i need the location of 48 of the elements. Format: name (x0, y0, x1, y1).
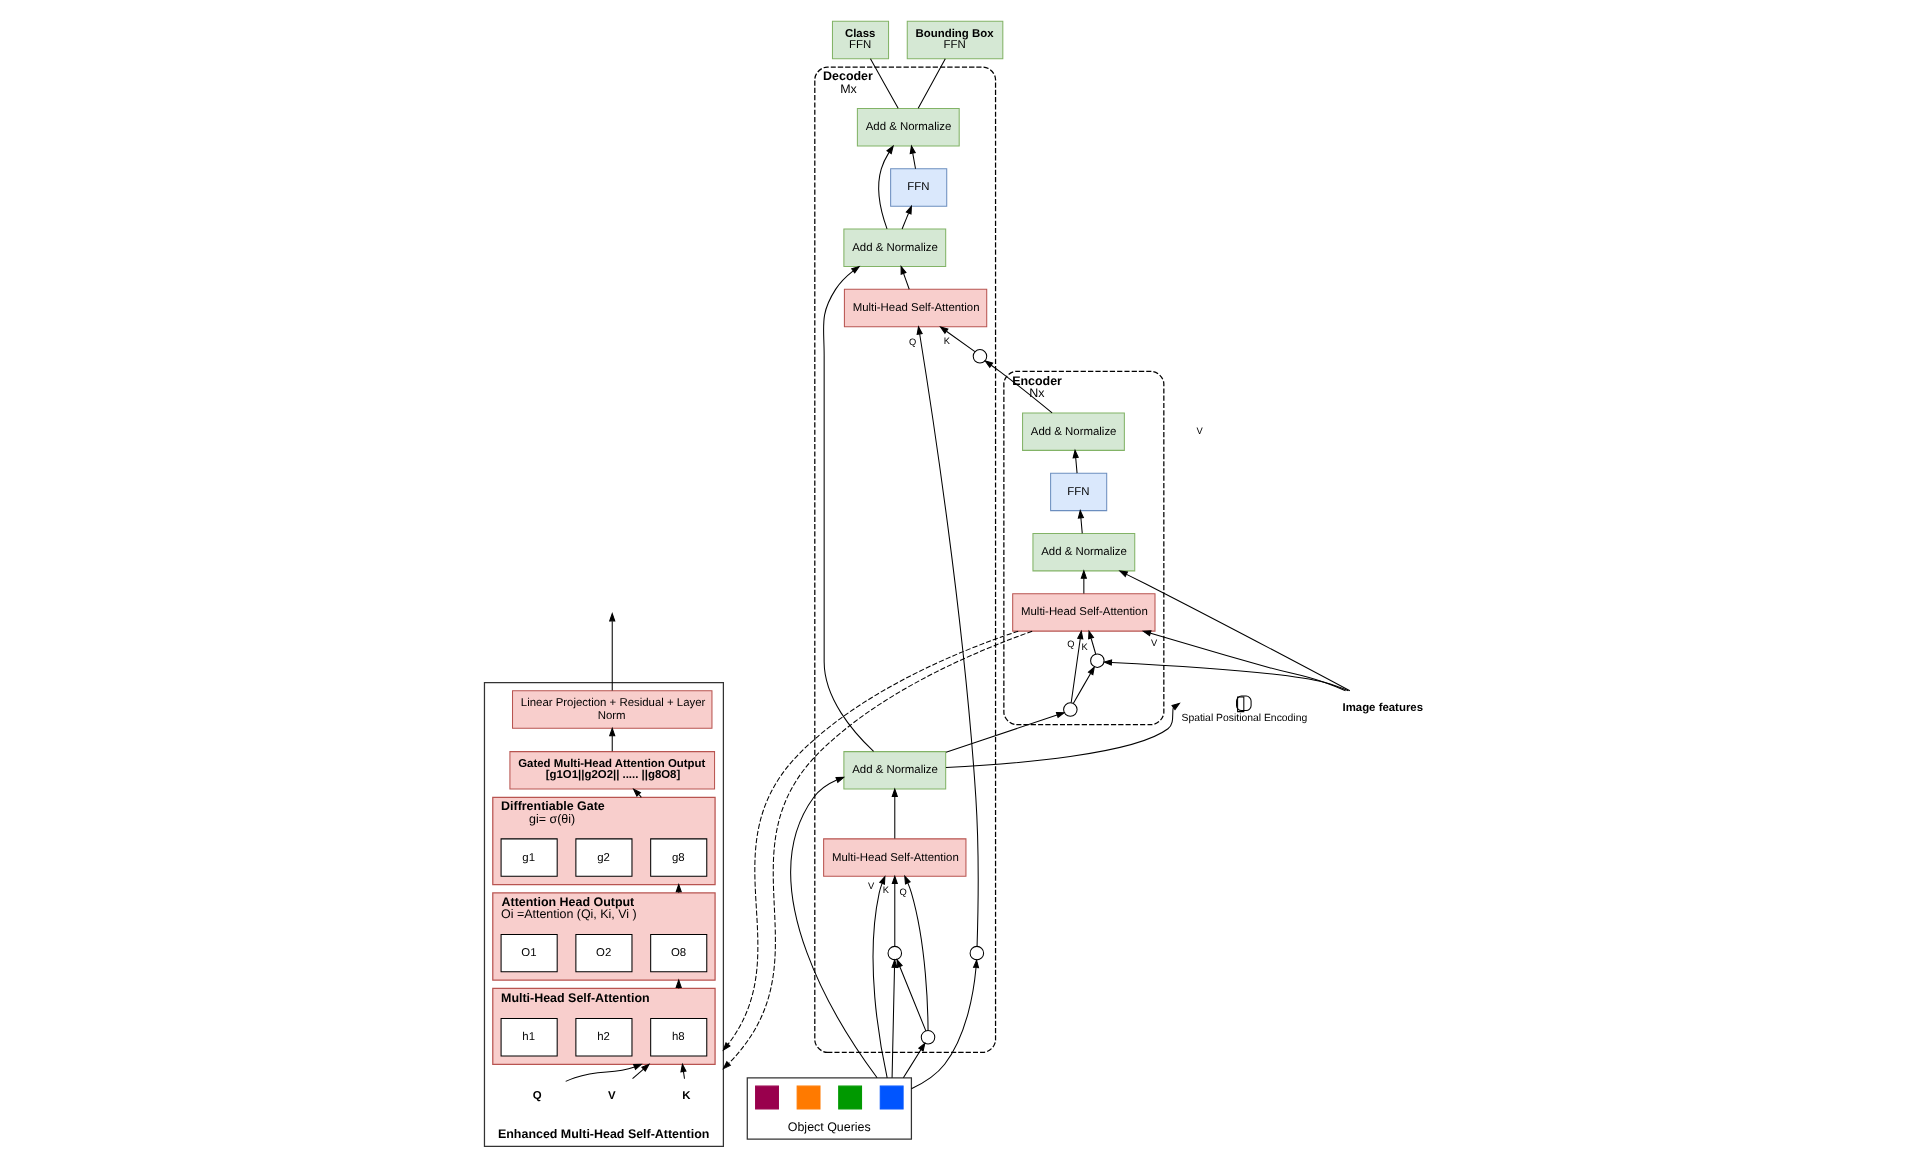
arrow (877, 144, 894, 230)
node-box (878, 1085, 903, 1110)
arrow (890, 958, 897, 1079)
node-box (795, 1085, 820, 1110)
arrow (909, 958, 979, 1090)
node-circle (1062, 702, 1077, 717)
arrow (674, 883, 681, 894)
arrow (915, 325, 978, 947)
node-circle (919, 1030, 935, 1045)
arrow (607, 726, 615, 752)
arrow (789, 776, 877, 1079)
arrow (631, 1063, 650, 1080)
arrow (1069, 629, 1083, 704)
arrow (900, 204, 912, 230)
node-circle (1089, 653, 1104, 668)
arrow (944, 702, 1180, 768)
arrow (1071, 665, 1095, 704)
node-circle (886, 945, 902, 961)
cluster (745, 1077, 912, 1140)
arrow (822, 265, 874, 752)
arrow (564, 1063, 642, 1082)
arrow (938, 326, 975, 353)
arrow (1071, 448, 1078, 474)
node-box (837, 1085, 862, 1110)
arrow (890, 874, 898, 947)
arrow (982, 360, 1052, 414)
node-circle (971, 349, 987, 364)
arrow (631, 788, 641, 798)
node-circle (968, 945, 984, 961)
arrow (890, 787, 898, 839)
node-box (754, 1085, 778, 1110)
arrow (871, 875, 887, 1079)
arrow (944, 712, 1065, 753)
arrow (1117, 570, 1350, 692)
arrow (1087, 629, 1096, 655)
arrow (903, 874, 928, 1031)
arrow (1076, 509, 1084, 534)
arrow (1079, 569, 1087, 595)
arrow (895, 958, 926, 1032)
arrow (899, 265, 909, 290)
arrow (679, 1062, 686, 1080)
connector (868, 58, 898, 109)
connector (916, 58, 945, 109)
arrow (1140, 630, 1346, 692)
arrow (901, 1042, 925, 1079)
arrow (607, 612, 615, 692)
arrow (1101, 659, 1348, 692)
arrow (908, 144, 916, 170)
